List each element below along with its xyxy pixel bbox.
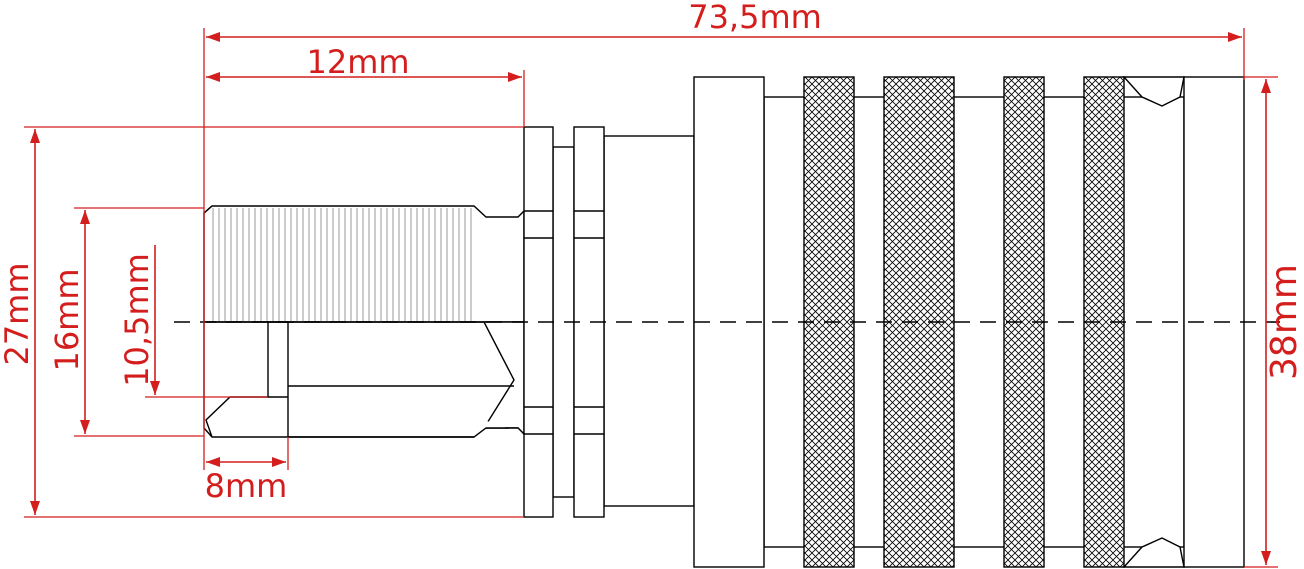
groove-bottom	[1122, 537, 1185, 568]
label-thread-diameter: 16mm	[48, 268, 86, 371]
thread-hatch	[212, 208, 474, 321]
dimension-labels: 73,5mm 12mm 27mm 16mm 10,5mm 8mm 38mm	[0, 0, 1304, 505]
dimension-lines	[24, 28, 1278, 568]
label-bore-diameter: 10,5mm	[118, 253, 156, 387]
label-bore-depth: 8mm	[205, 467, 288, 505]
label-body-diameter: 38mm	[1264, 264, 1304, 380]
label-flange-height: 27mm	[0, 262, 36, 365]
groove-top	[1122, 76, 1185, 107]
connector-tube	[603, 135, 695, 507]
label-thread-length: 12mm	[306, 43, 409, 81]
label-overall-length: 73,5mm	[688, 0, 822, 36]
